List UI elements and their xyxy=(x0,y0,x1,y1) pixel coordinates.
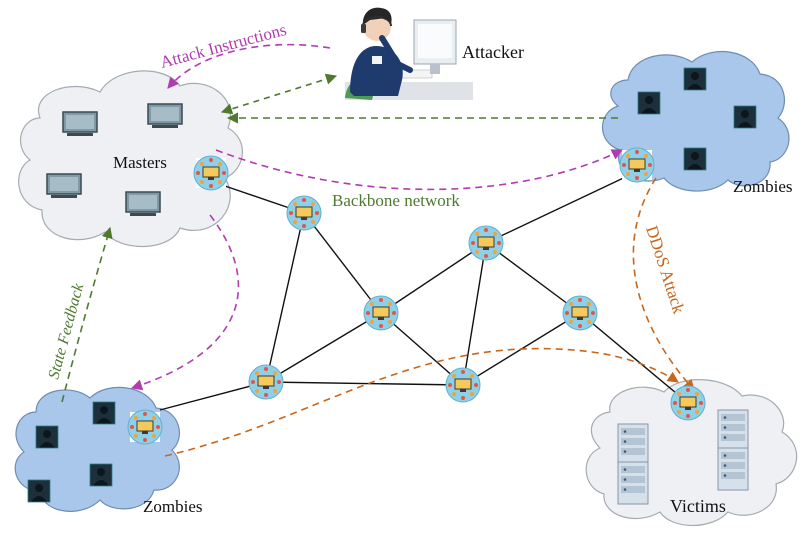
zombie-hacker-icon xyxy=(733,105,757,129)
backbone-network-label: Backbone network xyxy=(332,191,460,210)
router-icon xyxy=(127,409,163,445)
router-icon xyxy=(468,225,504,261)
zombie-hacker-icon xyxy=(92,401,116,425)
victim-server-icon xyxy=(717,409,749,453)
master-monitor-icon xyxy=(147,103,183,129)
masters-to-zombies-left-arrow xyxy=(130,214,240,391)
victim-server-icon xyxy=(617,423,649,467)
attacker-icon xyxy=(345,7,473,100)
master-monitor-icon xyxy=(62,111,98,137)
zombie-hacker-icon xyxy=(35,425,59,449)
zombie-hacker-icon xyxy=(637,91,661,115)
attacker-masters-link xyxy=(220,73,338,115)
victim-server-icon xyxy=(717,447,749,491)
master-monitor-icon xyxy=(46,173,82,199)
router-icon xyxy=(562,295,598,331)
zombies-right-label: Zombies xyxy=(733,177,793,196)
attacker-label: Attacker xyxy=(462,42,524,62)
router-icon xyxy=(286,195,322,231)
router-icon xyxy=(445,367,481,403)
master-monitor-icon xyxy=(125,191,161,217)
router-icon xyxy=(363,295,399,331)
ddos-right-arrow xyxy=(632,177,695,391)
zombies-left-label: Zombies xyxy=(143,497,203,516)
masters-to-zombies-right-arrow xyxy=(215,149,624,191)
zombie-hacker-icon xyxy=(683,67,707,91)
ddos-attack-label: DDoS Attack xyxy=(642,223,688,316)
zombie-hacker-icon xyxy=(27,479,51,503)
ddos-left-arrow xyxy=(164,347,679,457)
router-icon xyxy=(670,385,706,421)
masters-label: Masters xyxy=(113,153,167,172)
router-icon xyxy=(248,364,284,400)
victim-server-icon xyxy=(617,461,649,505)
zombie-hacker-icon xyxy=(683,147,707,171)
backbone-links xyxy=(159,172,689,411)
zombie-hacker-icon xyxy=(89,463,113,487)
router-icon xyxy=(193,155,229,191)
router-icon xyxy=(619,147,655,183)
victims-label: Victims xyxy=(670,496,726,516)
state-feedback-arrow xyxy=(61,226,113,403)
